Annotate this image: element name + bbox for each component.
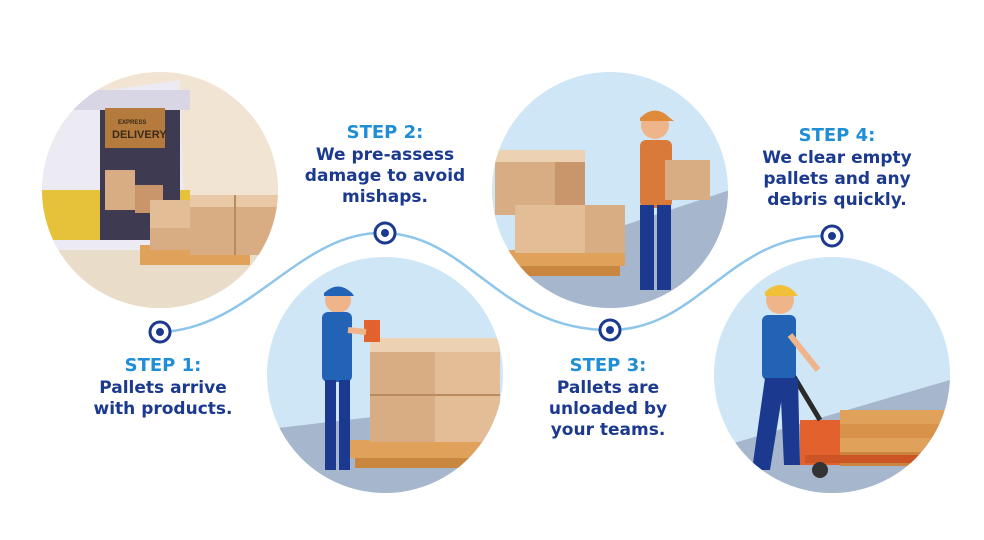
step-2-caption: STEP 2: We pre-assess damage to avoid mi… [290, 122, 480, 208]
step-4-caption: STEP 4: We clear empty pallets and any d… [752, 125, 922, 211]
step-4-line-3: debris quickly. [767, 190, 907, 210]
step-1-title: STEP 1: [124, 355, 202, 376]
delivery-sign-big: DELIVERY [112, 129, 167, 141]
step-3-line-3: your teams. [550, 420, 666, 440]
step-2-title: STEP 2: [346, 122, 424, 143]
step-4-marker [820, 224, 844, 248]
step-3-marker [598, 318, 622, 342]
clipboard-icon [364, 320, 380, 342]
step-4-title: STEP 4: [798, 125, 876, 146]
step-2-line-3: mishaps. [342, 187, 428, 207]
step-2-line-1: We pre-assess [315, 145, 455, 165]
delivery-sign [105, 108, 165, 148]
step-2-line-2: damage to avoid [304, 166, 466, 186]
step-4-line-1: We clear empty [762, 148, 912, 168]
step-3-title: STEP 3: [569, 355, 647, 376]
step-3-line-2: unloaded by [548, 399, 668, 419]
illustration-inspection [267, 257, 503, 493]
step-2-marker [373, 221, 397, 245]
illustration-pallet-clearing [714, 257, 950, 493]
step-3-line-1: Pallets are [556, 378, 660, 398]
delivery-sign-small: EXPRESS [118, 120, 146, 126]
illustration-unloading [492, 72, 728, 308]
step-1-line-2: with products. [93, 399, 233, 419]
connector-line [159, 231, 833, 334]
step-1-caption: STEP 1: Pallets arrive with products. [88, 355, 238, 420]
step-3-caption: STEP 3: Pallets are unloaded by your tea… [528, 355, 688, 441]
step-4-line-2: pallets and any [763, 169, 911, 189]
step-1-marker [148, 320, 172, 344]
step-1-line-1: Pallets arrive [99, 378, 227, 398]
